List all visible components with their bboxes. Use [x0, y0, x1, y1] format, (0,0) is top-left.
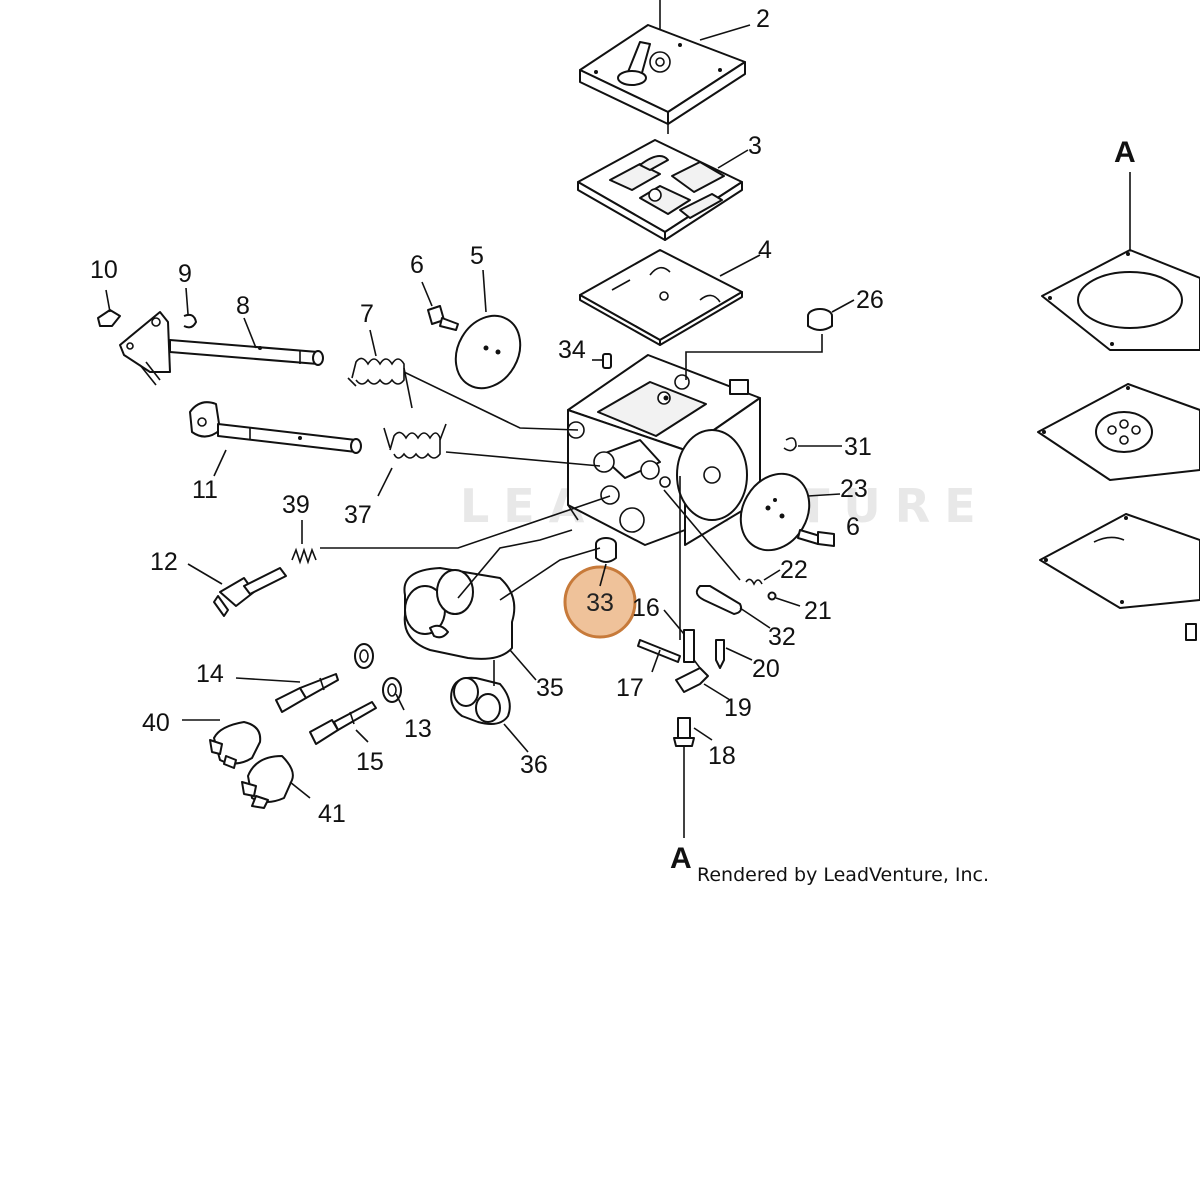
callout-20: 20: [752, 655, 780, 683]
callout-16: 16: [632, 594, 660, 622]
callout-4: 4: [758, 236, 772, 264]
part-choke-disc[interactable]: [727, 461, 822, 562]
callout-31: 31: [844, 433, 872, 461]
part-gasket-32[interactable]: [695, 585, 743, 615]
part-plug-33[interactable]: [595, 537, 617, 563]
callout-7: 7: [360, 300, 374, 328]
part-pin-34[interactable]: [602, 353, 612, 369]
part-screw-18[interactable]: [673, 717, 695, 838]
callout-40: 40: [142, 709, 170, 737]
credit-text: Rendered by LeadVenture, Inc.: [697, 864, 989, 886]
callout-21: 21: [804, 597, 832, 625]
part-choke-shaft[interactable]: [189, 401, 362, 454]
part-clip-31[interactable]: [783, 437, 797, 452]
part-spring-16[interactable]: [683, 629, 695, 663]
callout-11: 11: [192, 476, 218, 504]
highlight-marker-33[interactable]: 33: [563, 563, 637, 639]
callout-2: 2: [756, 5, 770, 33]
part-spring-37[interactable]: [383, 423, 447, 459]
part-spring-22[interactable]: [745, 578, 763, 586]
callout-12: 12: [150, 548, 178, 576]
part-ball-21[interactable]: [767, 591, 777, 601]
part-washer-13a[interactable]: [354, 643, 374, 669]
highlight-label: 33: [586, 589, 614, 617]
part-needle-12[interactable]: [213, 567, 287, 617]
part-cap-26[interactable]: [807, 308, 833, 331]
callout-15: 15: [356, 748, 384, 776]
part-screw-6-lower[interactable]: [797, 529, 835, 547]
part-carburetor-body[interactable]: [567, 354, 761, 546]
part-needle-14[interactable]: [275, 673, 339, 713]
part-needle-15[interactable]: [309, 701, 377, 745]
callout-39: 39: [282, 491, 310, 519]
part-cap-40[interactable]: [209, 721, 262, 769]
callout-13: 13: [404, 715, 432, 743]
part-view-a-plate[interactable]: [1039, 513, 1200, 641]
part-throttle-disc[interactable]: [443, 304, 533, 400]
callout-34: 34: [558, 336, 586, 364]
callout-5: 5: [470, 242, 484, 270]
callout-18: 18: [708, 742, 736, 770]
callout-6-lower: 6: [846, 513, 860, 541]
callout-19: 19: [724, 694, 752, 722]
callout-23: 23: [840, 475, 868, 503]
callout-3: 3: [748, 132, 762, 160]
part-throttle-shaft[interactable]: [169, 339, 324, 366]
part-spring-39[interactable]: [291, 547, 317, 565]
callout-17: 17: [616, 674, 644, 702]
part-clip-9[interactable]: [183, 313, 197, 329]
part-throttle-lever[interactable]: [97, 309, 171, 386]
part-pump-cover[interactable]: [579, 0, 751, 134]
callout-10: 10: [90, 256, 118, 284]
view-label-a-right: A: [1114, 136, 1136, 169]
part-view-a-gasket[interactable]: [1041, 249, 1200, 351]
leader-lines: [105, 172, 1131, 799]
part-pump-diaphragm[interactable]: [579, 249, 761, 346]
callout-36: 36: [520, 751, 548, 779]
part-cap-41[interactable]: [241, 755, 294, 809]
callout-35: 35: [536, 674, 564, 702]
callout-9: 9: [178, 260, 192, 288]
view-label-a-bottom: A: [670, 842, 692, 875]
part-filter-36[interactable]: [450, 676, 511, 725]
callout-14: 14: [196, 660, 224, 688]
part-screw-6-upper[interactable]: [427, 305, 459, 331]
callout-32: 32: [768, 623, 796, 651]
part-lever-19[interactable]: [675, 659, 709, 693]
callout-41: 41: [318, 800, 346, 828]
callout-labels: 2 3 4 5 6 6 7 8 9 10 11 12 13 14 15 16 1…: [90, 5, 884, 828]
part-filter-insert-35[interactable]: [403, 567, 516, 660]
part-pump-gasket[interactable]: [577, 139, 749, 241]
part-spring-7[interactable]: [347, 357, 413, 409]
callout-22: 22: [780, 556, 808, 584]
callout-6-upper: 6: [410, 251, 424, 279]
part-view-a-diaphragm[interactable]: [1037, 383, 1200, 481]
callout-8: 8: [236, 292, 250, 320]
part-needle-20[interactable]: [715, 639, 725, 669]
callout-26: 26: [856, 286, 884, 314]
callout-37: 37: [344, 501, 372, 529]
